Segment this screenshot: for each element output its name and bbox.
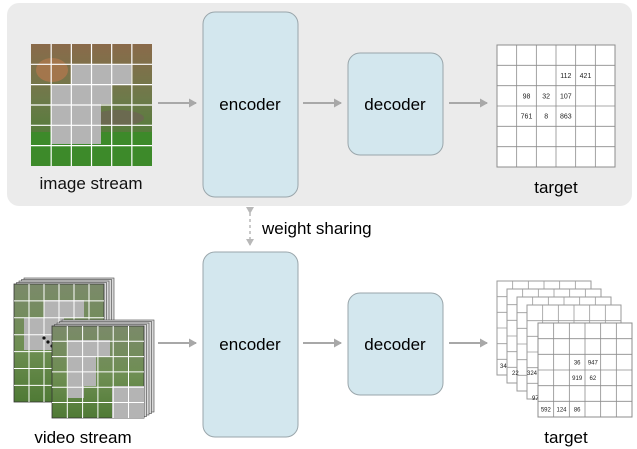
target-cell-value: 863	[560, 114, 572, 121]
target-cell-value: 32	[542, 93, 550, 100]
target-cell-value: 62	[589, 376, 596, 382]
decoder-box-top	[347, 52, 444, 156]
target-cell-value: 107	[560, 93, 572, 100]
encoder-label-bottom: encoder	[219, 335, 281, 354]
target-cell-value: 761	[521, 114, 533, 121]
image-stream-panel	[7, 3, 632, 206]
target-cell-value: 919	[572, 376, 583, 382]
encoder-label-top: encoder	[219, 95, 281, 114]
target-label-top: target	[534, 178, 578, 197]
target-grid-front: 36 947 919 62 592 124 86	[537, 322, 633, 418]
encoder-box-top	[202, 11, 299, 198]
target-back-value: 324	[527, 371, 538, 377]
decoder-label-top: decoder	[364, 95, 426, 114]
target-cell-value: 86	[574, 407, 581, 413]
target-grid-top-cells: 112 421 98 32 107 761 8 863	[496, 44, 616, 168]
target-back-value: 34	[500, 364, 507, 370]
target-cell-value: 124	[556, 407, 567, 413]
image-stream-label: image stream	[40, 174, 143, 193]
decoder-label-bottom: decoder	[364, 335, 426, 354]
decoder-box-bottom	[347, 292, 444, 396]
video-stream-label: video stream	[34, 428, 131, 447]
image-stream-input: image stream	[31, 44, 152, 193]
target-grid-top: 112 421 98 32 107 761 8 863	[496, 44, 616, 168]
target-grid-stack-bottom: 34 22 324 97 36 947 919 62 592 124 86	[496, 280, 633, 418]
ellipsis-dot	[46, 340, 50, 344]
weight-sharing-label: weight sharing	[261, 219, 372, 238]
video-stream-input	[13, 277, 155, 419]
encoder-box-bottom	[202, 251, 299, 438]
target-back-value: 22	[512, 371, 519, 377]
target-back-value: 97	[532, 396, 539, 402]
target-cell-value: 947	[588, 360, 599, 366]
target-cell-value: 421	[580, 73, 592, 80]
target-cell-value: 592	[541, 407, 552, 413]
target-cell-value: 36	[574, 360, 581, 366]
video-frame	[51, 319, 155, 419]
target-label-bottom: target	[544, 428, 588, 447]
target-cell-value: 98	[523, 93, 531, 100]
ellipsis-dot	[42, 336, 46, 340]
target-cell-value: 8	[544, 114, 548, 121]
target-cell-value: 112	[560, 73, 571, 80]
